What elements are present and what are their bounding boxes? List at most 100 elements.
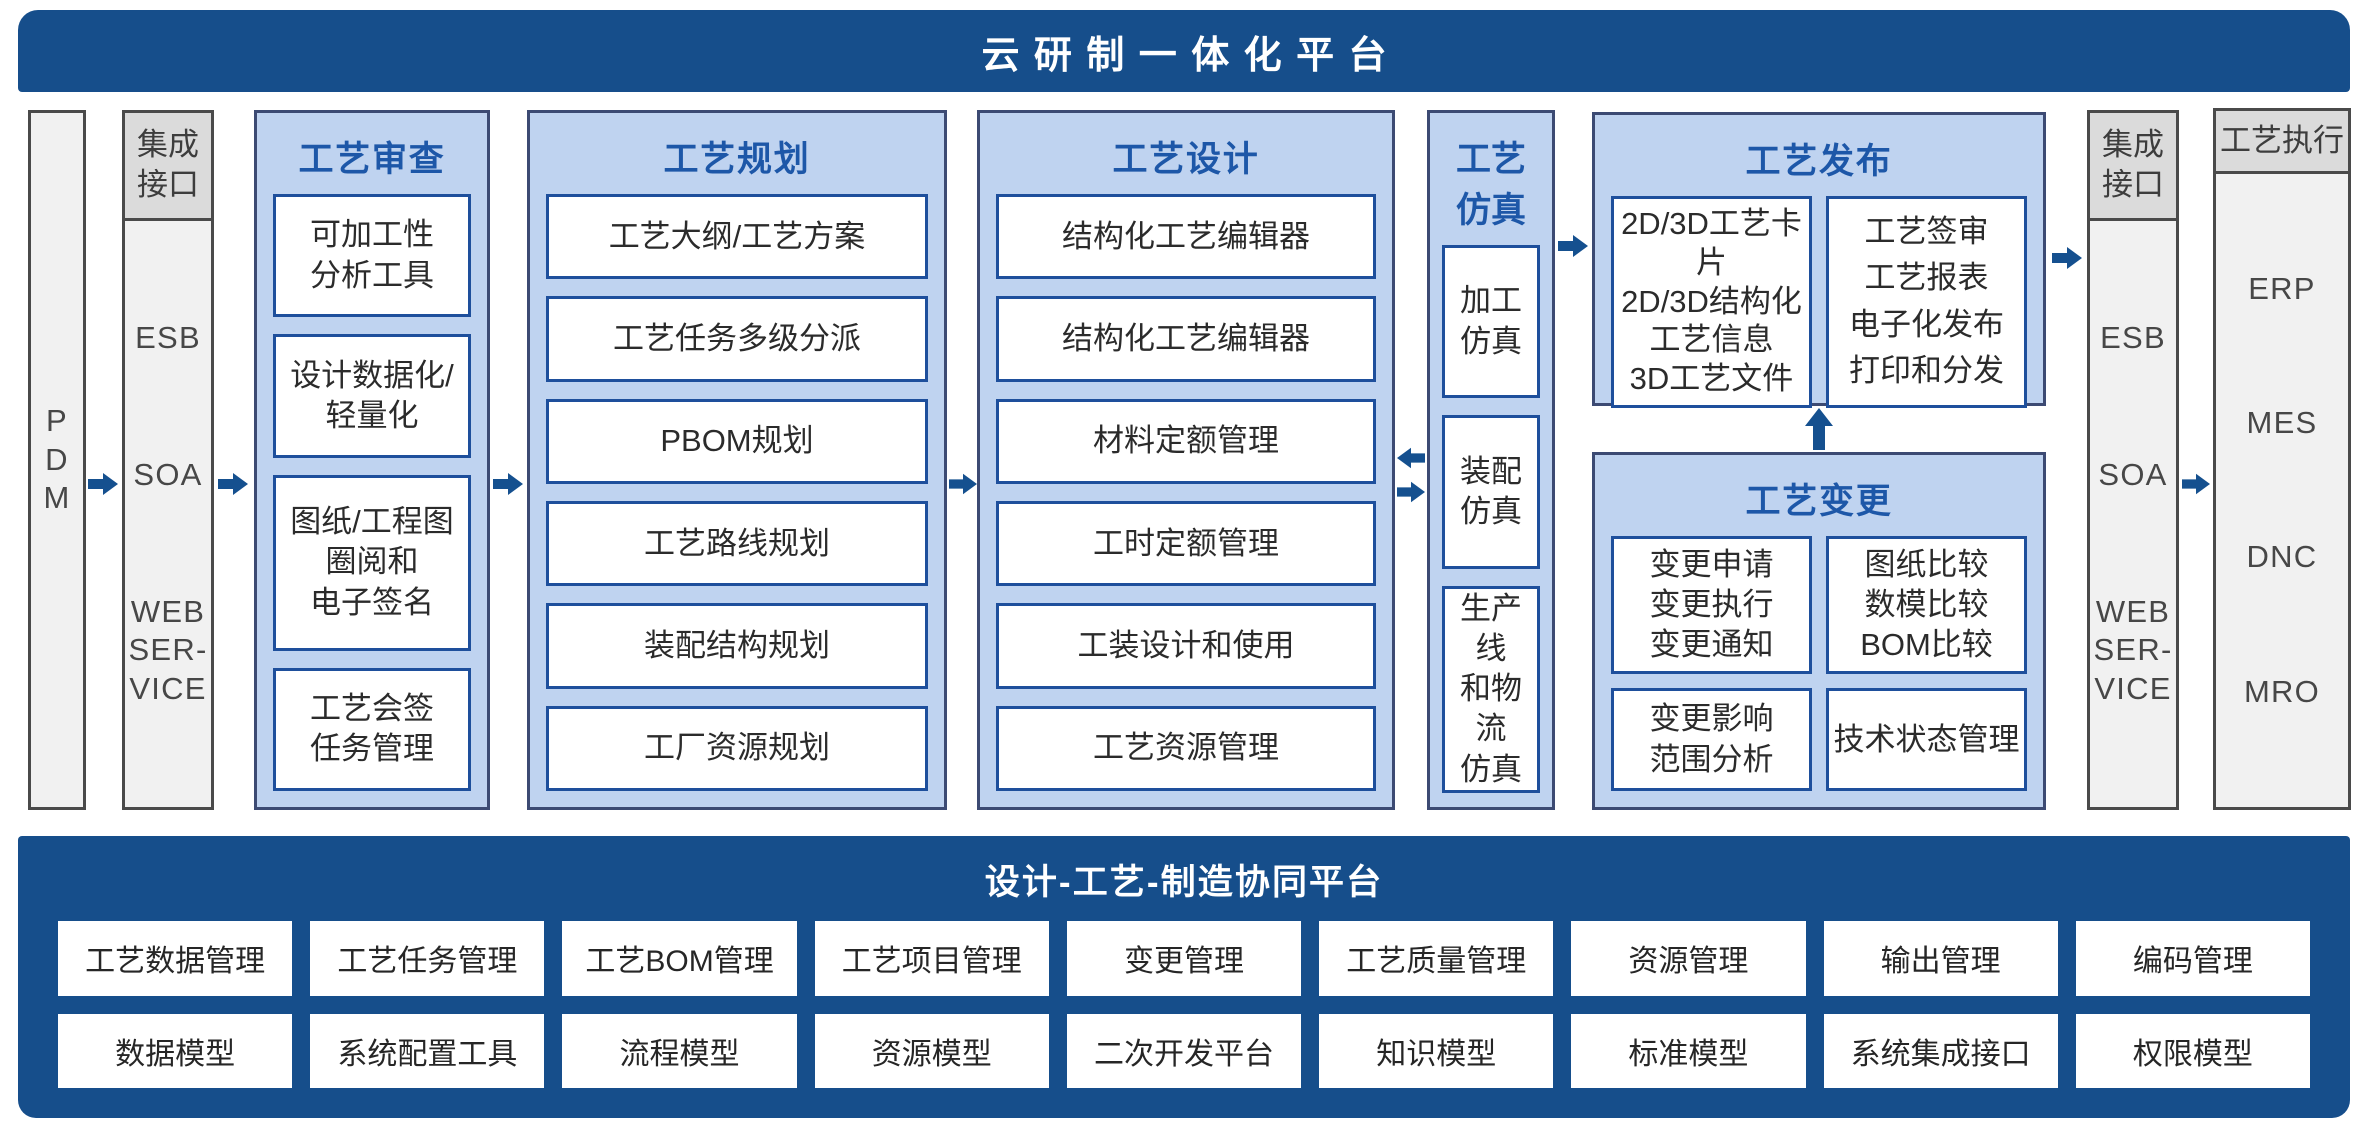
simulation-panel: 工艺仿真 加工 仿真 装配 仿真 生产线 和物流 仿真	[1427, 110, 1555, 810]
planning-box-pbom: PBOM规划	[546, 398, 928, 484]
flow-arrow-simulation-to-publish	[1558, 234, 1588, 258]
execution-header: 工艺执行	[2216, 111, 2348, 175]
publish-item-sign-review: 工艺签审	[1864, 213, 1989, 249]
planning-box-task-dispatch: 工艺任务多级分派	[546, 296, 928, 382]
publish-item-report: 工艺报表	[1864, 260, 1989, 296]
integration-item-soa: SOA	[2098, 456, 2168, 492]
publish-item-2d3d-structured-info: 2D/3D结构化 工艺信息	[1621, 283, 1802, 358]
design-box-material-quota: 材料定额管理	[996, 398, 1376, 484]
arrow-right-icon	[88, 473, 118, 495]
publish-box-release: 工艺签审 工艺报表 电子化发布 打印和分发	[1826, 196, 2027, 408]
platform-cell-process-project-mgmt: 工艺项目管理	[814, 921, 1049, 996]
integration-left-header: 集成 接口	[125, 113, 211, 221]
integration-right-column: 集成 接口 ESB SOA WEB SER- VICE	[2087, 110, 2179, 810]
simulation-box-production-line: 生产线 和物流 仿真	[1442, 585, 1540, 794]
integration-right-header: 集成 接口	[2090, 113, 2176, 221]
planning-header: 工艺规划	[663, 140, 811, 179]
publish-item-print-distribute: 打印和分发	[1849, 353, 2004, 389]
platform-cell-knowledge-model: 知识模型	[1319, 1013, 1554, 1088]
change-header: 工艺变更	[1745, 482, 1893, 521]
review-box-countersign: 工艺会签 任务管理	[273, 667, 471, 791]
integration-left-body: ESB SOA WEB SER- VICE	[125, 221, 211, 807]
arrow-right-icon	[1397, 481, 1425, 503]
pdm-column: P D M	[28, 110, 86, 810]
pdm-label: P D M	[43, 402, 71, 516]
collaboration-platform-title: 设计-工艺-制造协同平台	[984, 863, 1384, 902]
platform-row-2: 数据模型 系统配置工具 流程模型 资源模型 二次开发平台 知识模型 标准模型 系…	[58, 1013, 2310, 1088]
design-box-workhour-quota: 工时定额管理	[996, 500, 1376, 587]
publish-item-electronic-release: 电子化发布	[1849, 306, 2004, 342]
publish-item-3d-file: 3D工艺文件	[1629, 361, 1794, 396]
design-panel: 工艺设计 结构化工艺编辑器 结构化工艺编辑器 材料定额管理 工时定额管理 工装设…	[977, 110, 1395, 810]
arrow-up-icon	[1805, 408, 1833, 450]
arrow-right-icon	[1558, 235, 1588, 257]
change-box-request-execute-notify: 变更申请 变更执行 变更通知	[1611, 536, 1812, 675]
arrow-right-icon	[949, 473, 977, 495]
flow-arrow-simulation-to-design	[1397, 446, 1425, 470]
integration-item-esb: ESB	[135, 319, 201, 355]
integration-item-soa: SOA	[133, 456, 203, 492]
execution-body: ERP MES DNC MRO	[2216, 174, 2348, 807]
platform-cell-data-model: 数据模型	[58, 1013, 293, 1088]
execution-item-erp: ERP	[2248, 270, 2316, 306]
integration-left-column: 集成 接口 ESB SOA WEB SER- VICE	[122, 110, 214, 810]
arrow-right-icon	[2052, 247, 2082, 269]
change-box-compare: 图纸比较 数模比较 BOM比较	[1826, 536, 2027, 675]
platform-cell-output-mgmt: 输出管理	[1823, 921, 2058, 996]
flow-arrow-integration-to-review	[218, 472, 248, 496]
planning-panel: 工艺规划 工艺大纲/工艺方案 工艺任务多级分派 PBOM规划 工艺路线规划 装配…	[527, 110, 947, 810]
review-box-lightweight: 设计数据化/ 轻量化	[273, 334, 471, 458]
integration-right-body: ESB SOA WEB SER- VICE	[2090, 221, 2176, 807]
publish-header: 工艺发布	[1745, 142, 1893, 181]
platform-cell-change-mgmt: 变更管理	[1066, 921, 1302, 996]
publish-panel: 工艺发布 2D/3D工艺卡片 2D/3D结构化 工艺信息 3D工艺文件 工艺签审…	[1592, 112, 2046, 408]
change-box-impact-analysis: 变更影响 范围分析	[1611, 688, 1812, 791]
arrow-right-icon	[2182, 473, 2210, 495]
platform-cell-secondary-dev-platform: 二次开发平台	[1066, 1013, 1302, 1088]
planning-box-assembly-structure: 装配结构规划	[546, 603, 928, 689]
flow-arrow-review-to-planning	[493, 472, 523, 496]
platform-cell-process-data-mgmt: 工艺数据管理	[58, 921, 293, 996]
platform-cell-permission-model: 权限模型	[2075, 1013, 2310, 1088]
platform-cell-resource-mgmt: 资源管理	[1571, 921, 1806, 996]
design-header: 工艺设计	[1112, 140, 1260, 179]
execution-item-mes: MES	[2246, 405, 2318, 441]
arrow-right-icon	[493, 473, 523, 495]
simulation-box-machining: 加工 仿真	[1442, 245, 1540, 399]
platform-cell-system-config-tool: 系统配置工具	[310, 1013, 545, 1088]
execution-column: 工艺执行 ERP MES DNC MRO	[2213, 108, 2351, 810]
platform-cell-flow-model: 流程模型	[562, 1013, 797, 1088]
design-box-resource: 工艺资源管理	[996, 705, 1376, 791]
platform-cell-process-quality-mgmt: 工艺质量管理	[1319, 921, 1554, 996]
simulation-box-assembly: 装配 仿真	[1442, 415, 1540, 569]
planning-boxes: 工艺大纲/工艺方案 工艺任务多级分派 PBOM规划 工艺路线规划 装配结构规划 …	[546, 194, 928, 791]
design-box-structured-editor-1: 结构化工艺编辑器	[996, 194, 1376, 280]
platform-cell-standard-model: 标准模型	[1571, 1013, 1806, 1088]
platform-cell-system-integration-interface: 系统集成接口	[1823, 1013, 2058, 1088]
flow-arrow-design-to-simulation	[1397, 480, 1425, 504]
simulation-header: 工艺仿真	[1455, 140, 1526, 230]
integration-item-esb: ESB	[2100, 319, 2166, 355]
platform-cell-coding-mgmt: 编码管理	[2075, 921, 2310, 996]
planning-box-route: 工艺路线规划	[546, 500, 928, 587]
design-boxes: 结构化工艺编辑器 结构化工艺编辑器 材料定额管理 工时定额管理 工装设计和使用 …	[996, 194, 1376, 791]
planning-box-factory-resource: 工厂资源规划	[546, 705, 928, 791]
simulation-boxes: 加工 仿真 装配 仿真 生产线 和物流 仿真	[1442, 245, 1540, 794]
design-box-tooling: 工装设计和使用	[996, 603, 1376, 689]
review-header: 工艺审查	[298, 140, 446, 179]
planning-box-outline: 工艺大纲/工艺方案	[546, 194, 928, 280]
design-box-structured-editor-2: 结构化工艺编辑器	[996, 296, 1376, 382]
arrow-right-icon	[218, 473, 248, 495]
flow-arrow-publish-to-integration	[2052, 246, 2082, 270]
integration-item-webservice: WEB SER- VICE	[128, 593, 208, 707]
platform-row-1: 工艺数据管理 工艺任务管理 工艺BOM管理 工艺项目管理 变更管理 工艺质量管理…	[58, 921, 2310, 996]
flow-arrow-change-to-publish	[1803, 408, 1835, 450]
platform-cell-resource-model: 资源模型	[814, 1013, 1049, 1088]
publish-item-2d3d-card: 2D/3D工艺卡片	[1621, 206, 1802, 280]
flow-arrow-integration-to-execution	[2182, 472, 2210, 496]
publish-box-process-cards: 2D/3D工艺卡片 2D/3D结构化 工艺信息 3D工艺文件	[1611, 196, 1812, 408]
collaboration-platform-band: 设计-工艺-制造协同平台 工艺数据管理 工艺任务管理 工艺BOM管理 工艺项目管…	[18, 836, 2350, 1118]
review-box-machinability: 可加工性 分析工具	[273, 194, 471, 318]
execution-item-mro: MRO	[2243, 673, 2321, 709]
